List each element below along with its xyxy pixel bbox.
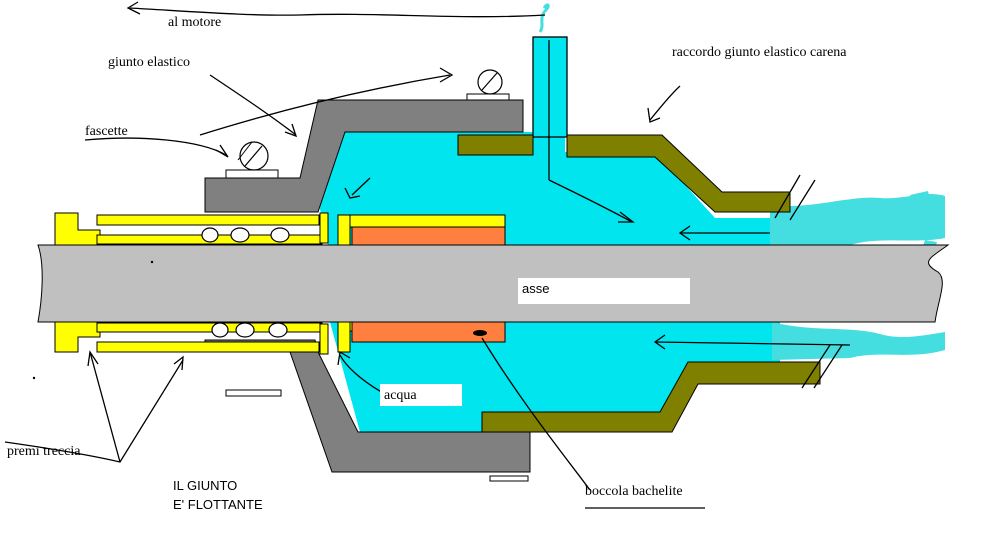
label-floating-line1: IL GIUNTO xyxy=(173,478,237,493)
clamp-upper-left xyxy=(225,141,279,179)
label-elastic-joint: giunto elastico xyxy=(108,55,190,70)
shaft-mark xyxy=(473,330,487,336)
clamp-upper-right xyxy=(466,69,510,101)
clamp-lower-left xyxy=(225,389,282,397)
stray-dot xyxy=(32,376,36,380)
elastic-joint-lower xyxy=(204,339,531,473)
hose-squiggle xyxy=(538,3,550,33)
water-chamber xyxy=(318,132,780,432)
hull-fitting-upper xyxy=(457,134,791,213)
label-motor: al motore xyxy=(168,15,221,30)
outboard-water xyxy=(770,191,945,360)
label-floating-line2: E' FLOTTANTE xyxy=(173,497,263,512)
label-water: acqua xyxy=(384,388,417,403)
stray-dot-2 xyxy=(150,260,154,264)
label-clamps: fascette xyxy=(85,124,128,139)
water-label-box xyxy=(380,384,462,406)
clamp-lower-right xyxy=(489,475,529,482)
bushing-upper xyxy=(351,226,506,246)
elastic-joint-upper xyxy=(204,99,524,213)
label-hull-fitting: raccordo giunto elastico carena xyxy=(672,45,847,60)
shaft-label-box xyxy=(518,278,690,304)
flow-arrows xyxy=(653,174,851,389)
packing-rings xyxy=(201,227,290,338)
shaft-label: asse xyxy=(522,281,549,296)
label-gland-nut: premi treccia xyxy=(7,444,81,459)
leader-lines xyxy=(4,1,681,491)
water-inlet-pipe xyxy=(532,36,568,138)
label-bushing: boccola bachelite xyxy=(585,484,683,499)
shaft xyxy=(37,244,950,323)
hull-fitting-lower xyxy=(481,361,821,433)
